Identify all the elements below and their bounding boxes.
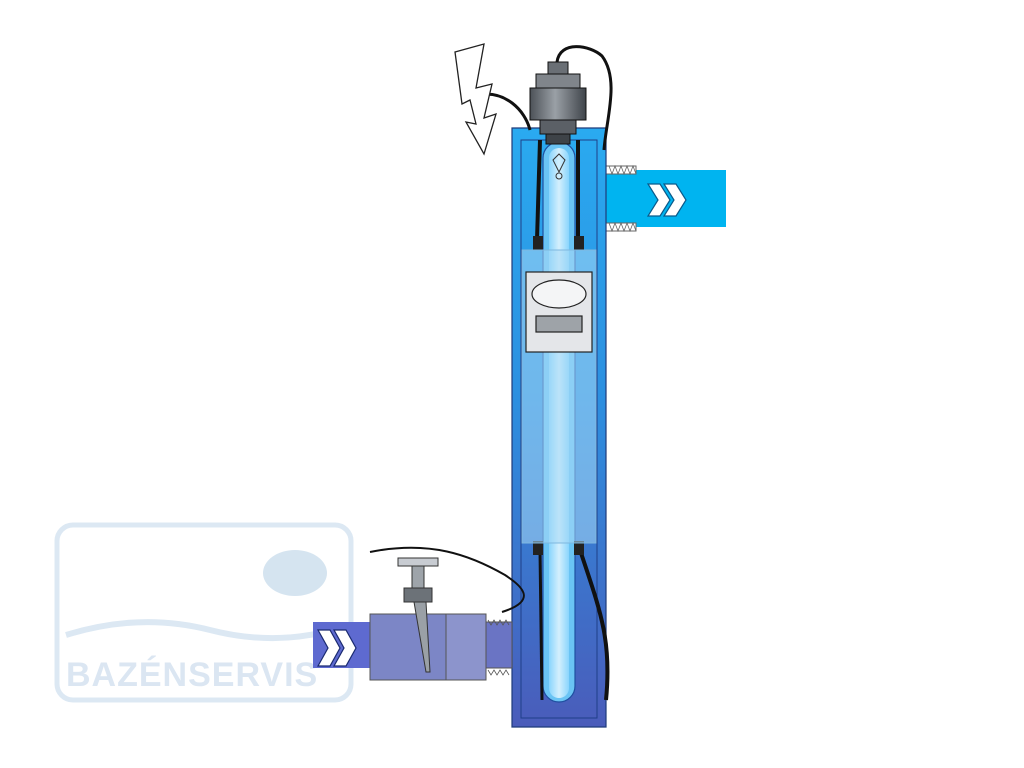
lamp-end-cap — [529, 61, 587, 145]
lightning-bolt-icon — [454, 43, 497, 156]
watermark-brand-text: BAZÉNSERVIS — [66, 656, 318, 694]
internal-cables — [533, 139, 610, 701]
display-window — [535, 315, 583, 333]
inlet-flow-double-chevron-icon — [316, 629, 357, 667]
outlet-flow-double-chevron-icon — [646, 183, 687, 217]
flow-sensor — [397, 557, 439, 673]
indicator-lamp — [531, 279, 587, 309]
control-unit — [525, 271, 593, 353]
outlet-pipe — [605, 164, 726, 233]
watermark-logo: BAZÉNSERVIS — [54, 522, 354, 703]
